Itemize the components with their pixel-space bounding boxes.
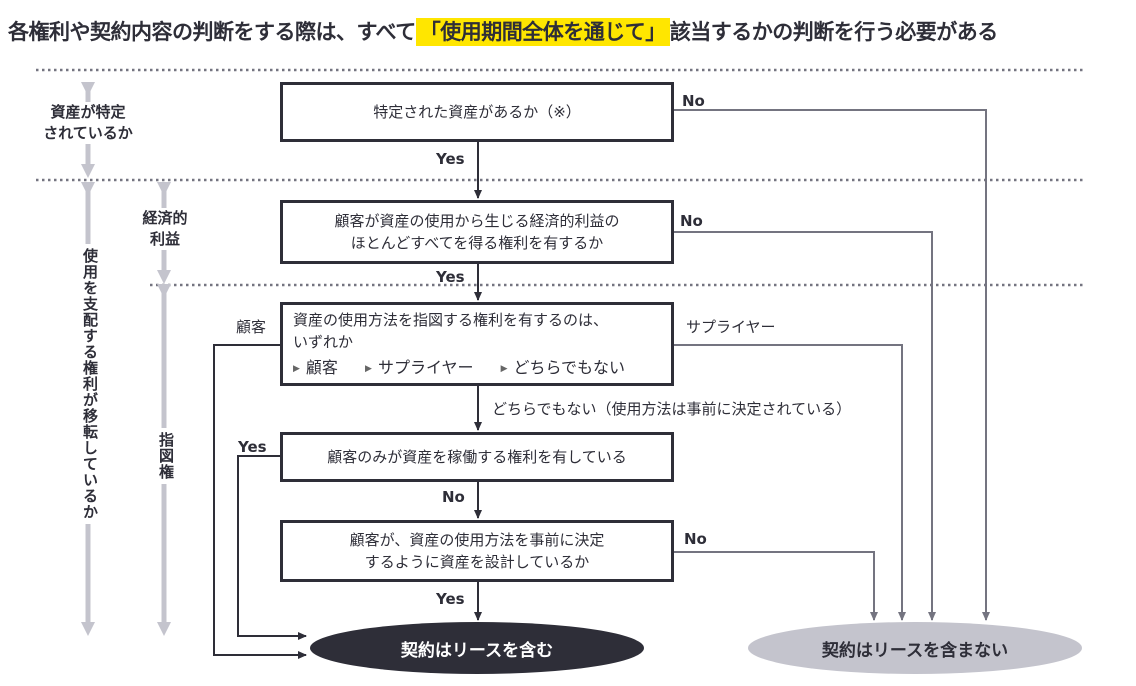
edge-label-q4-no: No	[442, 488, 465, 506]
question-designed-line2: するように資産を設計しているか	[364, 553, 590, 571]
edge-label-q3-neither: どちらでもない（使用方法は事前に決定されている）	[492, 400, 852, 418]
question-economic-line2: ほとんどすべてを得る権利を有するか	[350, 234, 604, 252]
flow-q3-supplier	[672, 344, 906, 621]
flow-q2-no	[672, 231, 936, 621]
option-customer: ▶ 顧客	[293, 357, 338, 380]
triangle-bullet-icon: ▶	[365, 363, 372, 374]
edge-label-q5-no: No	[684, 530, 707, 548]
title-suffix: 該当するかの判断を行う必要がある	[669, 20, 999, 44]
question-direct-use-line2: いずれか	[293, 333, 354, 351]
side-label-asset-identified: 資産が特定 されているか	[28, 102, 148, 144]
question-identified-asset: 特定された資産があるか（※）	[280, 82, 674, 142]
flow-q5-no	[672, 551, 878, 621]
question-direct-use: 資産の使用方法を指図する権利を有するのは、 いずれか ▶ 顧客 ▶ サプライヤー ▶…	[280, 302, 674, 386]
option-customer-label: 顧客	[305, 358, 338, 377]
edge-label-q2-no: No	[680, 212, 703, 230]
question-designed-line1: 顧客が、資産の使用方法を事前に決定	[349, 531, 605, 549]
edge-label-q5-yes: Yes	[436, 590, 465, 608]
question-operate-asset-text: 顧客のみが資産を稼働する権利を有している	[327, 448, 627, 466]
edge-label-q1-yes: Yes	[436, 150, 465, 168]
flow-q1-no	[672, 109, 990, 621]
option-neither: ▶ どちらでもない	[501, 357, 625, 380]
question-operate-asset: 顧客のみが資産を稼働する権利を有している	[280, 432, 674, 482]
outcome-not-includes-lease: 契約はリースを含まない	[748, 622, 1082, 674]
title-highlight: 「使用期間全体を通じて」	[415, 18, 670, 46]
edge-label-q4-yes: Yes	[238, 438, 267, 456]
side-label-asset-line1: 資産が特定	[50, 103, 126, 121]
outcome-includes-lease: 契約はリースを含む	[310, 622, 644, 674]
question-economic-line1: 顧客が資産の使用から生じる経済的利益の	[334, 212, 620, 230]
option-supplier: ▶ サプライヤー	[365, 357, 473, 380]
question-direct-use-line1: 資産の使用方法を指図する権利を有するのは、	[293, 311, 609, 329]
side-label-direction-right: 指図権	[152, 428, 176, 484]
question-economic-benefits: 顧客が資産の使用から生じる経済的利益の ほとんどすべてを得る権利を有するか	[280, 200, 674, 264]
edge-label-q3-supplier: サプライヤー	[686, 318, 776, 336]
flow-q4-yes	[237, 455, 307, 640]
question-identified-asset-text: 特定された資産があるか（※）	[373, 103, 581, 121]
direct-use-options: ▶ 顧客 ▶ サプライヤー ▶ どちらでもない	[293, 357, 671, 380]
triangle-bullet-icon: ▶	[293, 363, 300, 374]
outcome-not-includes-lease-text: 契約はリースを含まない	[821, 640, 1009, 661]
side-label-control-transfer: 使用を支配する権利が移転しているか	[76, 244, 100, 524]
triangle-bullet-icon: ▶	[500, 363, 508, 374]
option-neither-label: どちらでもない	[513, 358, 626, 377]
option-supplier-label: サプライヤー	[377, 358, 474, 377]
outcome-includes-lease-text: 契約はリースを含む	[400, 640, 554, 661]
side-label-asset-line2: されているか	[43, 124, 133, 142]
page-title: 各権利や契約内容の判断をする際は、すべて「使用期間全体を通じて」該当するかの判断…	[8, 16, 998, 46]
title-prefix: 各権利や契約内容の判断をする際は、すべて	[8, 20, 416, 44]
side-label-economic-benefit: 経済的 利益	[130, 208, 200, 250]
side-label-economic-line1: 経済的	[142, 209, 188, 227]
edge-label-q2-yes: Yes	[436, 268, 465, 286]
side-label-economic-line2: 利益	[149, 230, 180, 248]
edge-label-q1-no: No	[682, 92, 705, 110]
question-designed-asset: 顧客が、資産の使用方法を事前に決定 するように資産を設計しているか	[280, 520, 674, 582]
flow-q3-customer	[213, 344, 307, 659]
edge-label-q3-customer: 顧客	[236, 318, 267, 336]
